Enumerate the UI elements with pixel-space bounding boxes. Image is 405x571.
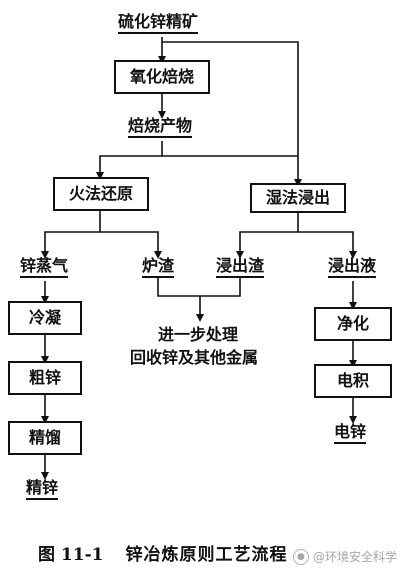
arrow-calcine-to-pyro <box>96 141 163 180</box>
arrow-pyro-to-vapor <box>41 211 101 259</box>
node-purification: 净化 <box>314 307 392 341</box>
node-leach-residue: 浸出渣 <box>216 258 265 278</box>
node-refined-zinc: 精锌 <box>26 480 59 500</box>
node-furnace-slag: 炉渣 <box>142 258 175 278</box>
merge-slag-residue <box>157 278 241 297</box>
node-rectification: 精馏 <box>8 421 82 455</box>
figure-title: 锌冶炼原则工艺流程 <box>125 545 288 565</box>
node-electrowinning: 电积 <box>314 364 392 398</box>
arrow-concentrate-to-leaching <box>162 41 302 187</box>
account-icon: ● <box>292 548 309 565</box>
node-hydro-leaching: 湿法浸出 <box>250 183 346 213</box>
node-condensation: 冷凝 <box>8 301 82 335</box>
arrow-pyro-to-slag <box>100 231 162 259</box>
node-oxidizing-roast: 氧化焙烧 <box>114 60 210 94</box>
figure-number: 图 11-1 <box>38 545 104 565</box>
node-electrolytic-zinc: 电锌 <box>334 424 367 444</box>
arrow-leaching-to-solution <box>298 231 357 259</box>
node-zinc-vapor: 锌蒸气 <box>20 258 69 278</box>
figure-caption: 图 11-1 锌冶炼原则工艺流程 <box>38 540 287 565</box>
arrow-leaching-to-residue <box>236 213 299 259</box>
node-further-treatment-line1: 进一步处理 <box>158 325 239 344</box>
node-zinc-sulfide-concentrate: 硫化锌精矿 <box>118 14 199 34</box>
watermark: ● @环境安全科学 <box>292 548 397 565</box>
node-leach-solution: 浸出液 <box>328 258 377 278</box>
node-calcine: 焙烧产物 <box>128 118 193 138</box>
node-pyro-reduction: 火法还原 <box>53 177 149 211</box>
node-crude-zinc: 粗锌 <box>8 361 82 395</box>
node-further-treatment-line2: 回收锌及其他金属 <box>130 348 259 367</box>
watermark-text: @环境安全科学 <box>312 550 397 564</box>
